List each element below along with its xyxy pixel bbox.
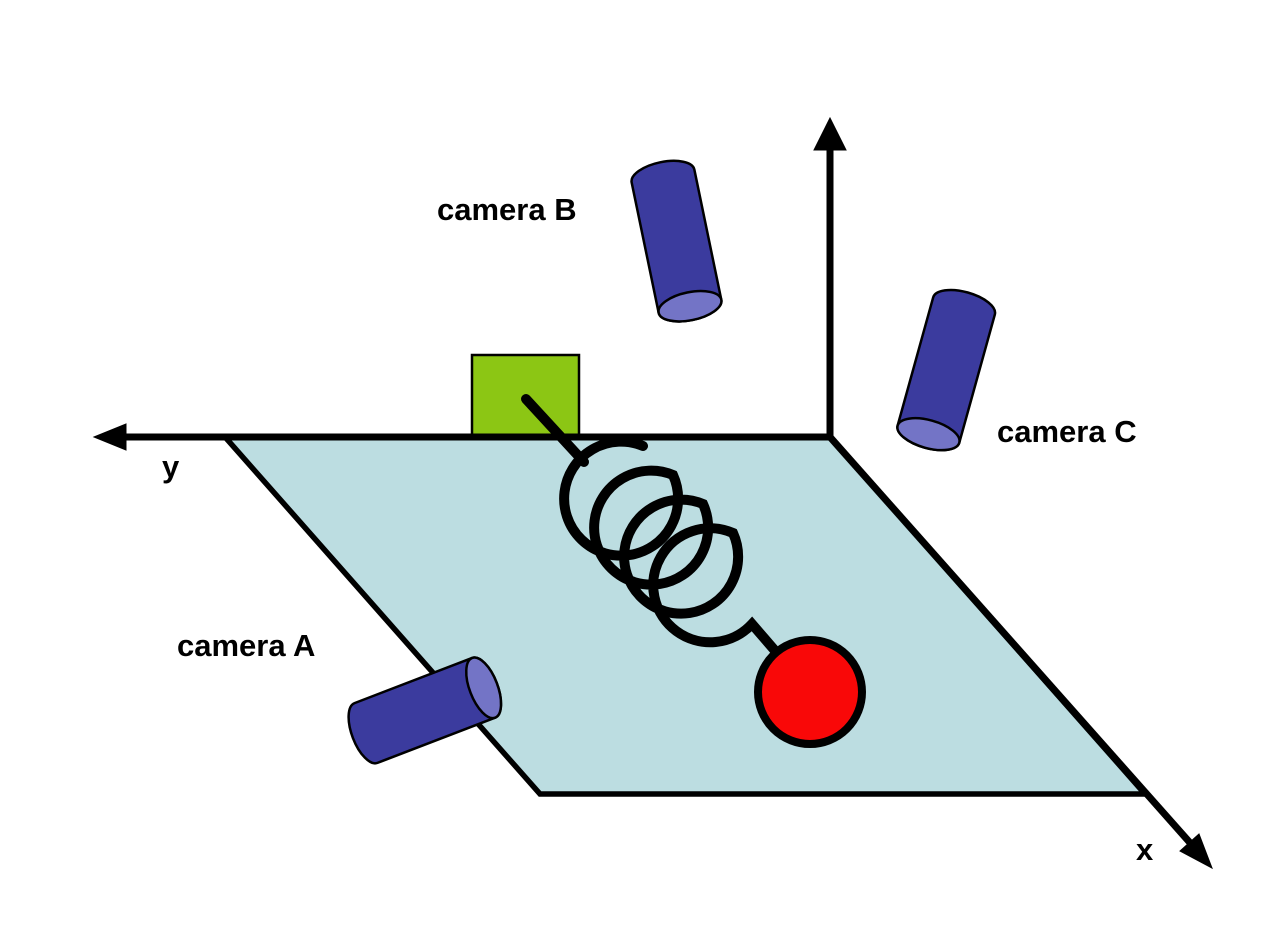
mass-ball [754,636,866,748]
x-axis-arrowhead [1179,833,1213,870]
camera-b-label: camera B [437,192,577,227]
camera-c-lens-cap [896,416,961,452]
y-axis-label: y [162,449,180,484]
spring-coil [559,436,782,658]
camera-a-lens-cap [464,656,503,720]
camera-c-label: camera C [997,414,1137,449]
x-axis-line [827,434,1195,848]
x-axis-label: x [1136,832,1154,867]
scene-root: camera B camera C camera A y x [92,116,1213,870]
camera-a-label: camera A [177,628,315,663]
vertical-axis-arrowhead [813,116,847,151]
camera-b-lens-cap [657,289,723,323]
camera-c [896,288,997,452]
y-axis-arrowhead [92,423,127,451]
camera-b [630,159,723,323]
camera-a [347,656,503,765]
spring-rod [521,394,589,467]
